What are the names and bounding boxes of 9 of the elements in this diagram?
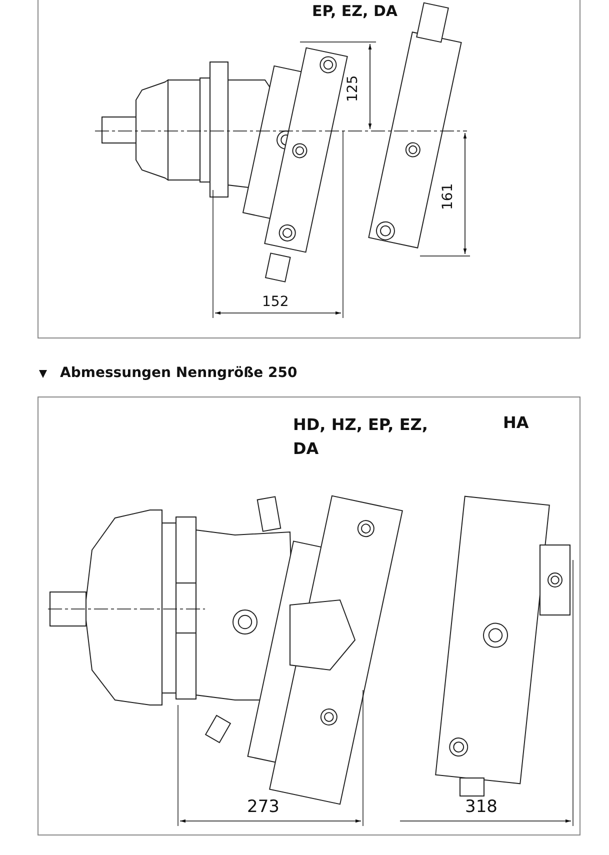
- dimension-value: 125: [345, 75, 361, 102]
- dimension-value: 318: [465, 797, 498, 817]
- dimension-value: 273: [247, 797, 280, 817]
- dimension-value: 152: [262, 294, 289, 310]
- section-heading: Abmessungen Nenngröße 250: [60, 365, 298, 381]
- variant-label: EP, EZ, DA: [312, 2, 398, 20]
- variant-label: HD, HZ, EP, EZ, DA: [293, 414, 429, 460]
- dimension-value: 161: [440, 183, 456, 210]
- variant-label: HA: [503, 413, 529, 432]
